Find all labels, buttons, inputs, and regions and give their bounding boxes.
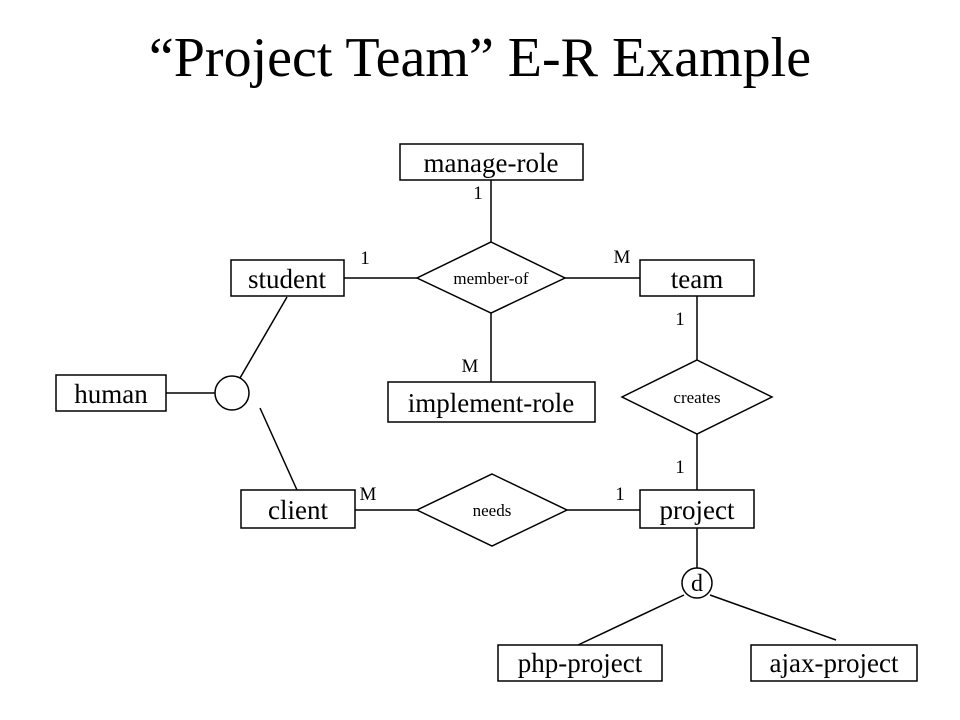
cardinality-needs-client: M [360, 484, 377, 505]
entity-manage-role: manage-role [399, 143, 584, 181]
entity-ajax-project-label: ajax-project [770, 648, 899, 678]
cardinality-member-of-manage-role: 1 [473, 183, 483, 204]
cardinality-creates-team: 1 [675, 309, 685, 330]
entity-implement-role-label: implement-role [408, 388, 574, 418]
entity-implement-role: implement-role [387, 381, 596, 423]
entity-ajax-project: ajax-project [750, 644, 918, 682]
entity-client-label: client [268, 495, 328, 525]
entity-human: human [55, 374, 167, 412]
entity-php-project: php-project [497, 644, 663, 682]
disjoint-label: d [691, 571, 703, 597]
line-d-php-project [577, 594, 685, 646]
entity-php-project-label: php-project [518, 648, 643, 678]
human-specialization-circle [214, 375, 250, 411]
connector-lines [166, 180, 837, 646]
page-title: “Project Team” E-R Example [148, 27, 812, 89]
relationship-creates-label: creates [673, 388, 720, 407]
cardinality-member-of-implement-role: M [462, 356, 479, 377]
entity-team: team [639, 259, 755, 297]
entity-project: project [639, 489, 755, 529]
relationship-member-of-label: member-of [453, 269, 529, 288]
cardinality-member-of-team: M [614, 247, 631, 268]
line-d-ajax-project [709, 594, 837, 641]
line-circle-student [239, 296, 288, 379]
entity-team-label: team [671, 264, 723, 294]
entity-client: client [240, 489, 356, 529]
entity-project-label: project [660, 495, 735, 525]
entity-student: student [230, 259, 345, 297]
cardinality-needs-project: 1 [615, 484, 625, 505]
entity-student-label: student [248, 264, 326, 294]
relationship-creates: creates [620, 359, 774, 435]
line-circle-client [259, 407, 298, 491]
relationship-needs: needs [415, 473, 569, 547]
relationship-member-of: member-of [415, 241, 567, 314]
cardinality-member-of-student: 1 [360, 248, 370, 269]
entity-manage-role-label: manage-role [424, 148, 559, 178]
project-disjoint-circle: d [681, 567, 713, 599]
cardinality-creates-project: 1 [675, 457, 685, 478]
cardinality-labels: 1 1 M M 1 1 M 1 [360, 183, 685, 505]
entity-human-label: human [74, 379, 148, 409]
relationship-needs-label: needs [473, 501, 512, 520]
